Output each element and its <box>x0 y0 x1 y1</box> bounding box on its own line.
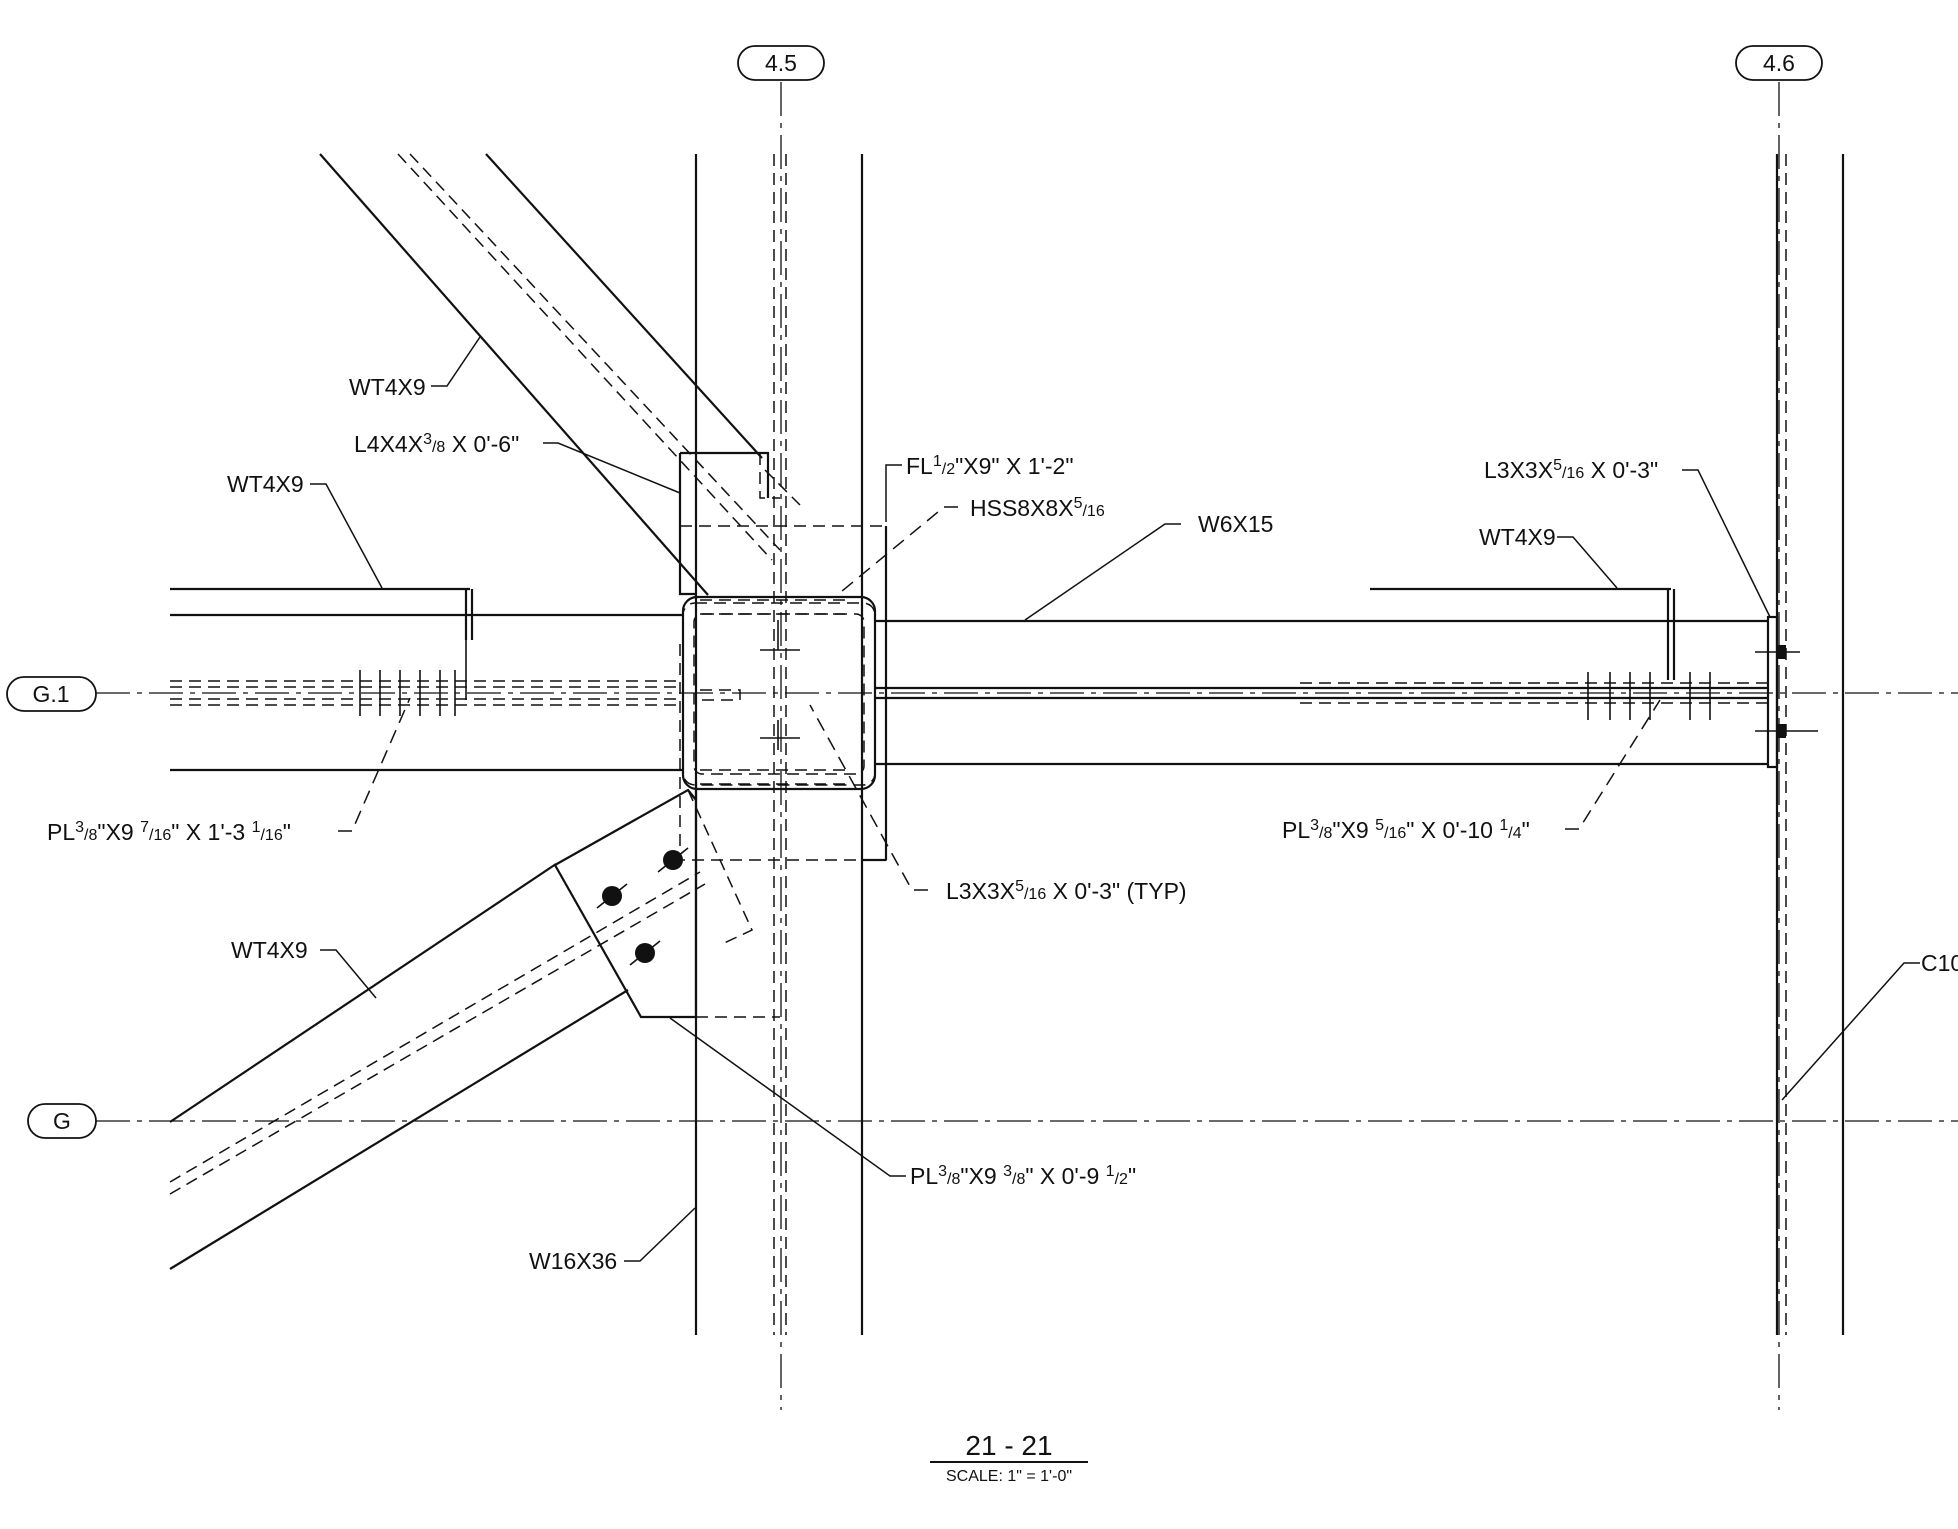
grid-bubble-shape <box>6 676 97 712</box>
grid-lines <box>96 82 1958 1410</box>
label-hss: HSS8X8X5/16 <box>970 495 1105 521</box>
label-wt-beam-right: WT4X9 <box>1479 524 1556 550</box>
grid-bubble-g-1: G.1 <box>6 676 97 712</box>
grid-bubble-4-5: 4.5 <box>737 45 825 81</box>
label-angle-top: L4X4X3/8 X 0'-6" <box>354 431 519 457</box>
label-pl-right: PL3/8"X9 5/16" X 0'-10 1/4" <box>1282 817 1530 843</box>
label-wt-brace-top: WT4X9 <box>349 374 426 400</box>
w16-column <box>694 154 864 1335</box>
w6-beam <box>875 615 1818 769</box>
connection-hidden-details <box>700 599 850 785</box>
grid-label-4-5: 4.5 <box>765 50 797 76</box>
grid-bubble-shape <box>1735 45 1823 81</box>
label-pl-gusset: PL3/8"X9 3/8" X 0'-9 1/2" <box>910 1163 1136 1189</box>
grid-bubble-shape <box>737 45 825 81</box>
grid-label-g: G <box>53 1108 71 1134</box>
label-w16: W16X36 <box>529 1248 617 1274</box>
fl-plate <box>678 453 888 862</box>
grid-label-4-6: 4.6 <box>1763 50 1795 76</box>
label-w6: W6X15 <box>1198 511 1273 537</box>
label-pl-left: PL3/8"X9 7/16" X 1'-3 1/16" <box>47 819 291 845</box>
leaders <box>310 336 1920 1262</box>
wt-beam-right <box>1370 587 1711 720</box>
wt-brace-lower <box>169 782 780 1270</box>
grid-bubble-4-6: 4.6 <box>1735 45 1823 81</box>
label-wt-brace-bottom: WT4X9 <box>231 937 308 963</box>
wt-brace-upper <box>319 153 801 596</box>
label-angle-right: L3X3X5/16 X 0'-3" <box>1484 457 1658 483</box>
grid-label-g-1: G.1 <box>32 681 69 707</box>
drawing-title-block: 21 - 21 SCALE: 1" = 1'-0" <box>930 1430 1088 1485</box>
grid-bubble-shape <box>27 1103 97 1139</box>
drawing-scale: SCALE: 1" = 1'-0" <box>946 1468 1072 1485</box>
drawing-title: 21 - 21 <box>965 1430 1052 1461</box>
label-angle-typ: L3X3X5/16 X 0'-3" (TYP) <box>946 878 1187 904</box>
label-c-section: C10 <box>1921 950 1958 976</box>
right-column <box>1775 154 1845 1335</box>
wt-beam-left <box>170 587 683 772</box>
label-fl-plate: FL1/2"X9" X 1'-2" <box>906 453 1074 479</box>
labels: WT4X9 L4X4X3/8 X 0'-6" WT4X9 FL1/2"X9" X… <box>47 374 1958 1274</box>
label-wt-beam-left: WT4X9 <box>227 471 304 497</box>
grid-bubble-g: G <box>27 1103 97 1139</box>
